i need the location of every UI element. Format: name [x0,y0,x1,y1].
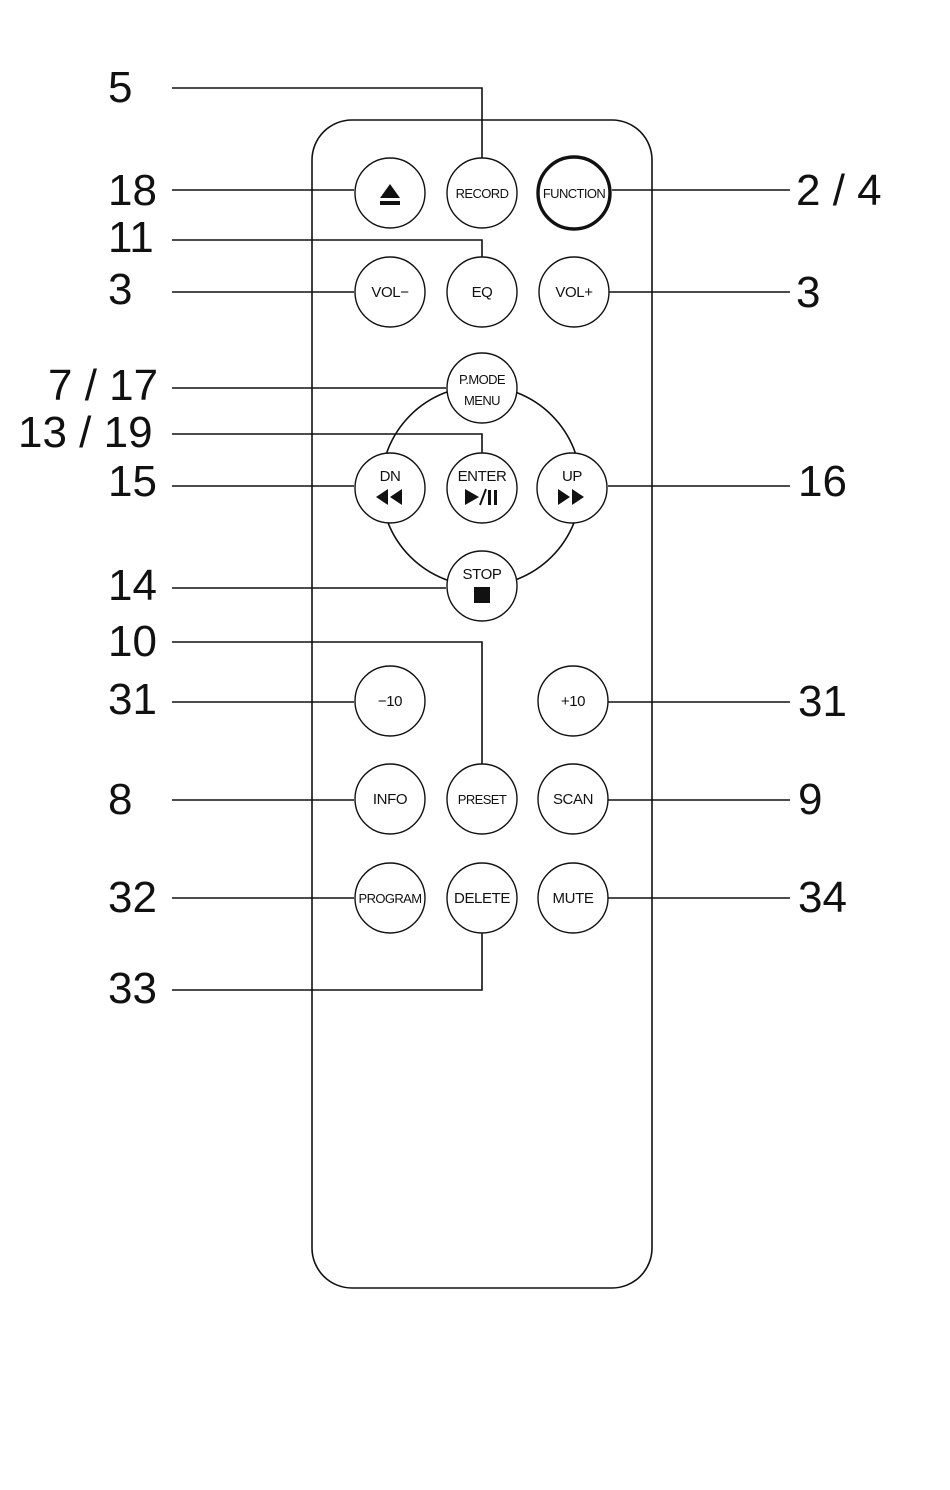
callout-pmode: 7 / 17 [48,361,158,410]
callout-vol-plus: 3 [796,268,820,317]
delete-button-label: DELETE [454,890,510,907]
callout-minus10: 31 [108,675,157,724]
preset-button[interactable]: PRESET [447,764,517,834]
callout-record: 5 [108,63,132,112]
record-button[interactable]: RECORD [447,158,517,228]
function-button[interactable]: FUNCTION [538,157,610,229]
callout-up: 16 [798,457,847,506]
dn-button-label: DN [380,468,401,485]
plus10-button-label: +10 [561,693,585,710]
preset-button-label: PRESET [458,792,507,807]
pmode-button-label-line2: MENU [464,393,500,408]
minus10-button[interactable]: −10 [355,666,425,736]
callout-dn: 15 [108,457,157,506]
function-button-label: FUNCTION [543,186,606,201]
scan-button-label: SCAN [553,791,593,808]
callout-eq: 11 [108,213,154,262]
record-button-label: RECORD [456,186,509,201]
eq-button-label: EQ [472,284,493,301]
vol-plus-button[interactable]: VOL+ [539,257,609,327]
scan-button[interactable]: SCAN [538,764,608,834]
callout-delete: 33 [108,964,157,1013]
callout-function: 2 / 4 [796,166,882,215]
stop-button[interactable]: STOP [447,551,517,621]
dn-button[interactable]: DN [355,453,425,523]
plus10-button[interactable]: +10 [538,666,608,736]
vol-minus-button[interactable]: VOL− [355,257,425,327]
pmode-button-label-line1: P.MODE [459,372,506,387]
vol-plus-button-label: VOL+ [555,284,593,301]
callout-stop: 14 [108,561,157,610]
program-button-label: PROGRAM [359,891,422,906]
delete-button[interactable]: DELETE [447,863,517,933]
info-button-label: INFO [373,791,407,808]
up-button-label: UP [562,468,582,485]
enter-button[interactable]: ENTER [447,453,517,523]
enter-button-label: ENTER [458,468,507,485]
callout-scan: 9 [798,775,822,824]
callout-enter: 13 / 19 [18,408,153,457]
callout-program: 32 [108,873,157,922]
callout-plus10: 31 [798,677,847,726]
program-button[interactable]: PROGRAM [355,863,425,933]
mute-button-label: MUTE [553,890,594,907]
callout-mute: 34 [798,873,847,922]
eq-button[interactable]: EQ [447,257,517,327]
vol-minus-button-label: VOL− [371,284,409,301]
pmode-menu-button[interactable]: P.MODE MENU [447,353,517,423]
stop-icon [474,587,490,603]
info-button[interactable]: INFO [355,764,425,834]
callout-vol-minus: 3 [108,265,132,314]
callout-info: 8 [108,775,132,824]
stop-button-label: STOP [463,566,502,583]
callout-preset: 10 [108,617,157,666]
eject-button[interactable] [355,158,425,228]
minus10-button-label: −10 [378,693,402,710]
mute-button[interactable]: MUTE [538,863,608,933]
callout-eject: 18 [108,166,157,215]
up-button[interactable]: UP [537,453,607,523]
